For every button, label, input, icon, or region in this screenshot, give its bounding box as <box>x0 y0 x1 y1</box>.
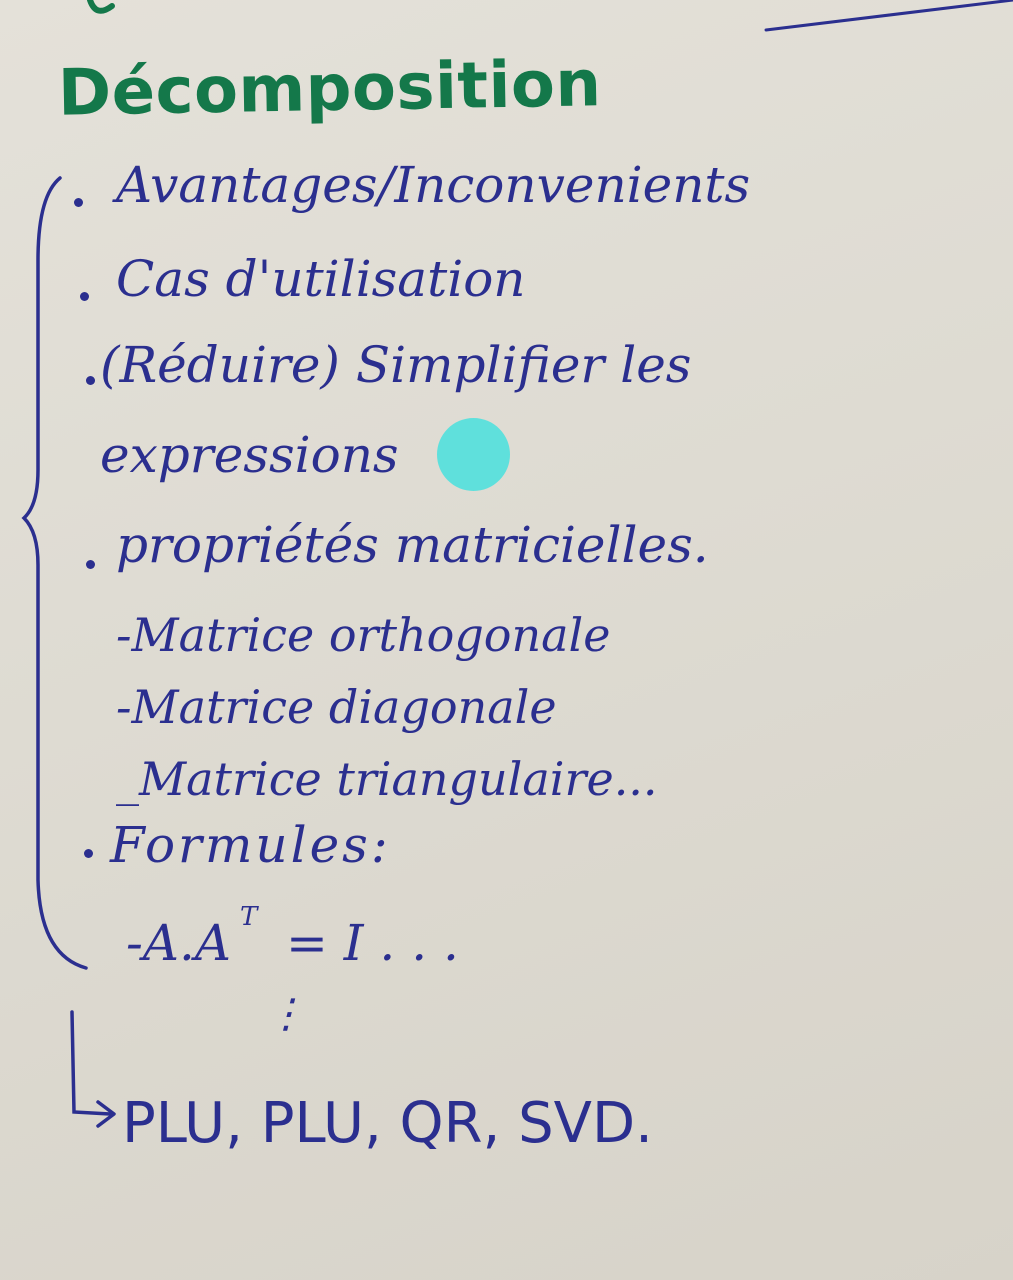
bullet-dot <box>74 198 83 207</box>
item-triangular: _Matrice triangulaire... <box>116 752 658 806</box>
vertical-ellipsis: ⋮ <box>266 991 306 1037</box>
item-orthogonal: -Matrice orthogonale <box>116 608 611 662</box>
formula-identity: = I . . . <box>286 914 459 972</box>
note-title: Décomposition <box>57 47 603 131</box>
bullet-dot <box>86 560 95 569</box>
bullet-dot <box>84 849 93 858</box>
item-formulas: Formules: <box>110 816 391 874</box>
bullet-dot <box>80 292 89 301</box>
left-brace <box>21 176 88 970</box>
item-simplify: (Réduire) Simplifier les <box>100 336 692 394</box>
item-use-cases: Cas d'utilisation <box>116 250 526 308</box>
top-left-mark <box>87 0 115 14</box>
item-expressions: expressions <box>100 426 399 484</box>
formula-transpose-sup: T <box>240 902 258 932</box>
item-matrix-properties: propriétés matricielles. <box>116 516 709 574</box>
item-advantages: Avantages/Inconvenients <box>116 156 751 214</box>
decomposition-list: PLU, PLU, QR, SVD. <box>122 1091 653 1156</box>
cyan-marker-dot <box>437 418 510 491</box>
down-right-arrow <box>70 1010 112 1116</box>
top-right-stroke <box>764 0 1013 32</box>
formula-a-at: -A.A <box>126 914 232 972</box>
arrow-head <box>96 1100 116 1128</box>
item-diagonal: -Matrice diagonale <box>116 680 557 734</box>
bullet-dot <box>86 376 95 385</box>
